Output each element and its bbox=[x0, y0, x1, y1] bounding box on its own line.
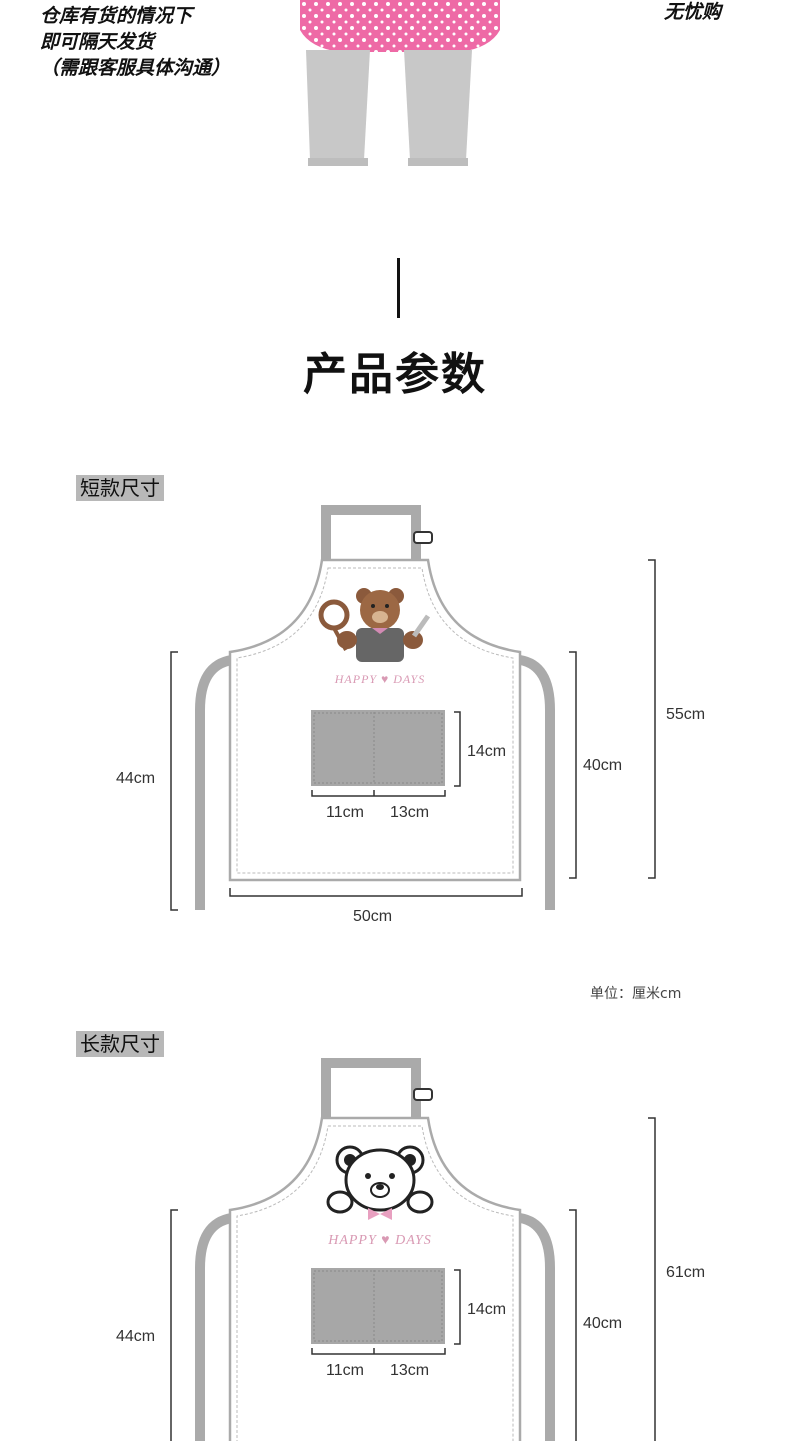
short-dim-pocket-w1: 11cm bbox=[326, 804, 364, 821]
promo-line-2: 即可隔天发货 bbox=[40, 31, 155, 53]
long-dim-pocket-w2: 13cm bbox=[390, 1362, 430, 1379]
buckle-icon bbox=[413, 1088, 433, 1101]
child-photo bbox=[300, 0, 500, 166]
promo-line-3: （需跟客服具体沟通） bbox=[40, 57, 231, 79]
unit-note: 单位：厘米cm bbox=[590, 986, 682, 1002]
short-dim-total: 55cm bbox=[666, 706, 706, 723]
short-dim-width: 50cm bbox=[353, 908, 393, 925]
pocket bbox=[311, 1268, 445, 1344]
short-dim-pocket-w2: 13cm bbox=[390, 804, 430, 821]
section-divider bbox=[397, 258, 400, 318]
bear-chef-icon bbox=[318, 588, 431, 662]
happy-days-print: HAPPY ♥ DAYS bbox=[327, 1233, 432, 1248]
long-dim-height: 44cm bbox=[116, 1328, 156, 1345]
white-bear-icon bbox=[326, 1145, 434, 1220]
short-apron-label: 短款尺寸 bbox=[76, 475, 164, 501]
long-apron-label: 长款尺寸 bbox=[76, 1031, 164, 1057]
long-apron-diagram: HAPPY ♥ DAYS bbox=[170, 1058, 656, 1441]
product-photo-top bbox=[300, 0, 500, 170]
section-title: 产品参数 bbox=[303, 349, 487, 400]
long-dim-pocket-h: 14cm bbox=[467, 1301, 507, 1318]
long-dim-total: 61cm bbox=[666, 1264, 706, 1281]
short-dim-pocket-h: 14cm bbox=[467, 743, 507, 760]
promo-line-1: 仓库有货的情况下 bbox=[40, 5, 193, 27]
promo-right-text: 无忧购 bbox=[664, 1, 722, 23]
short-apron-diagram: HAPPY ♥ DAYS bbox=[170, 505, 656, 911]
long-dim-pocket-w1: 11cm bbox=[326, 1362, 364, 1379]
pocket bbox=[311, 710, 445, 786]
buckle-icon bbox=[413, 531, 433, 544]
happy-days-print: HAPPY ♥ DAYS bbox=[334, 672, 425, 686]
long-dim-body: 40cm bbox=[583, 1315, 623, 1332]
short-dim-height: 44cm bbox=[116, 770, 156, 787]
short-dim-body: 40cm bbox=[583, 757, 623, 774]
